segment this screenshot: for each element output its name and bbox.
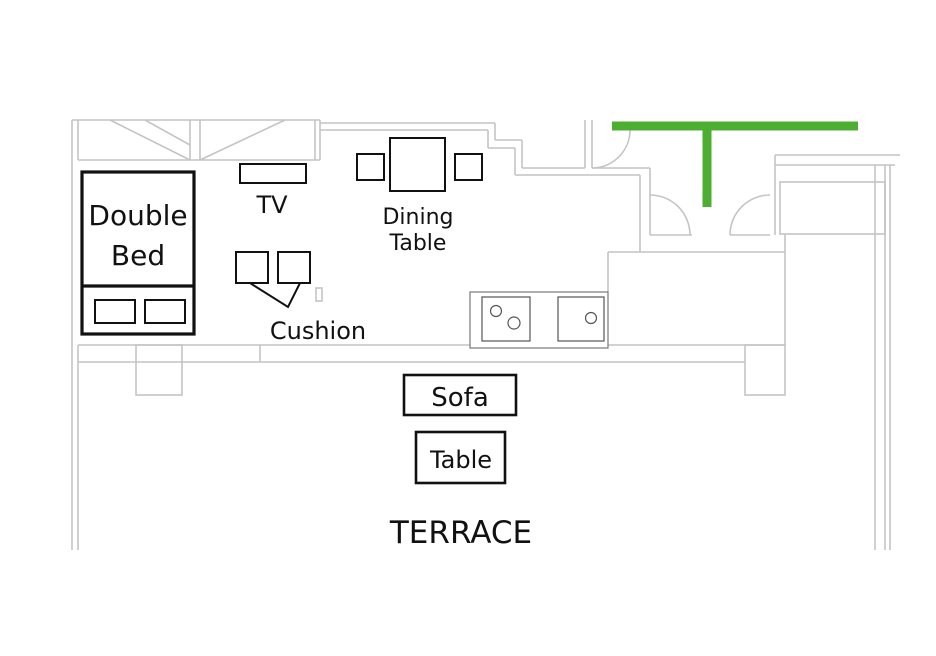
dining-label-line1: Dining: [382, 205, 453, 230]
cushions: [235, 251, 311, 309]
door-swing-2: [649, 194, 691, 236]
burner-icon: [507, 316, 521, 330]
walls: [71, 119, 900, 550]
stove: [481, 296, 531, 342]
door-swing-1: [591, 129, 631, 169]
bed-label-line1: Double: [88, 199, 187, 232]
green-partition: [612, 121, 858, 207]
bed-pillows: [94, 299, 186, 324]
cushion: [235, 251, 269, 284]
kitchen-counter: [469, 291, 609, 349]
chair: [356, 153, 385, 181]
bed-label-line2: Bed: [111, 239, 165, 272]
table-label: Table: [429, 446, 492, 474]
burner-icon: [489, 304, 503, 318]
cushion-pointer: [249, 282, 301, 309]
terrace-label: TERRACE: [389, 515, 532, 551]
cushion-label: Cushion: [270, 317, 366, 345]
dining-set: [356, 137, 483, 192]
sink: [557, 296, 605, 342]
drain-icon: [584, 311, 598, 325]
sofa: [402, 373, 518, 417]
pillar-left: [135, 344, 183, 396]
window-swing: [109, 119, 191, 161]
pillow: [94, 299, 136, 324]
cushion: [277, 251, 311, 284]
tv: [239, 163, 307, 184]
tv-label: TV: [255, 191, 288, 219]
pillow: [144, 299, 186, 324]
pillar-right: [744, 344, 786, 396]
chair: [454, 153, 483, 181]
terrace-table: [414, 430, 507, 485]
door-swing-3: [729, 194, 771, 236]
double-bed: [80, 170, 196, 336]
sofa-label: Sofa: [431, 383, 489, 413]
dining-table: [389, 137, 446, 192]
dining-label-line2: Table: [389, 231, 447, 256]
